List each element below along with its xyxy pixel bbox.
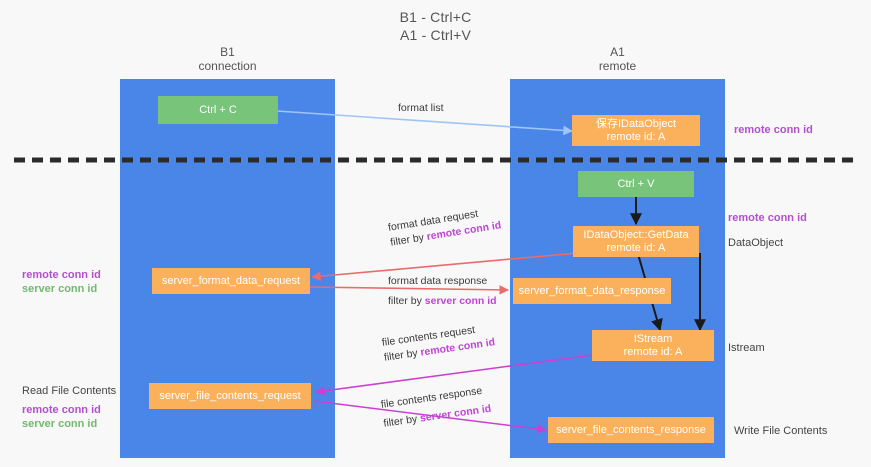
left-label-read-file-contents-heading: Read File Contents xyxy=(22,385,117,397)
column-header-a1-sub: remote xyxy=(598,59,637,73)
left-label-format-server-conn-id: server conn id xyxy=(22,283,98,295)
edge-label-format-data-response: format data response filter by server co… xyxy=(388,274,497,309)
node-hold-idataobject-line2: remote id: A xyxy=(606,130,666,143)
column-header-b1-sub: connection xyxy=(198,59,257,73)
node-hold-idataobject-line1: 保存IDataObject xyxy=(595,117,677,130)
node-getdata-line2: remote id: A xyxy=(606,241,666,254)
right-label-write-file-contents: Write File Contents xyxy=(734,425,828,437)
node-getdata-line1: IDataObject::GetData xyxy=(583,228,689,241)
column-header-b1: B1 connection xyxy=(120,45,335,73)
edge-label-file-contents-request-prefix: filter by xyxy=(383,346,422,364)
node-ctrl-c-label: Ctrl + C xyxy=(199,103,237,116)
node-server-file-contents-response[interactable]: server_file_contents_response xyxy=(548,417,714,443)
edge-format-list xyxy=(276,110,573,136)
edge-label-format-data-response-line1: format data response xyxy=(388,275,488,287)
node-server-format-data-request-label: server_format_data_request xyxy=(161,274,301,287)
node-istream-line2: remote id: A xyxy=(623,345,683,358)
edge-file-contents-request xyxy=(315,354,593,396)
node-idataobject-getdata[interactable]: IDataObject::GetData remote id: A xyxy=(573,226,699,257)
node-server-file-contents-response-label: server_file_contents_response xyxy=(556,423,706,436)
right-label-dataobject: DataObject xyxy=(728,237,784,249)
edge-format-data-response xyxy=(309,285,509,295)
node-server-file-contents-request[interactable]: server_file_contents_request xyxy=(149,383,311,409)
node-server-format-data-request[interactable]: server_format_data_request xyxy=(152,268,310,294)
left-label-file-server-conn-id: server conn id xyxy=(22,418,98,430)
node-hold-idataobject[interactable]: 保存IDataObject remote id: A xyxy=(572,115,700,146)
edge-label-format-data-response-line2: filter by server conn id xyxy=(388,294,497,309)
node-server-format-data-response[interactable]: server_format_data_response xyxy=(513,278,671,304)
node-istream[interactable]: IStream remote id: A xyxy=(592,330,714,361)
edge-file-contents-response xyxy=(313,400,547,434)
edge-label-format-list-text: format list xyxy=(398,102,444,114)
left-label-file-remote-conn-id: remote conn id xyxy=(22,404,101,416)
node-server-file-contents-request-label: server_file_contents_request xyxy=(159,389,301,402)
column-header-b1-name: B1 xyxy=(220,45,235,59)
left-label-format-remote-conn-id: remote conn id xyxy=(22,269,101,281)
left-label-format-conn-ids: remote conn id server conn id xyxy=(22,268,101,296)
edge-label-format-data-response-prefix: filter by xyxy=(388,295,425,307)
edge-label-format-list: format list xyxy=(398,101,444,116)
node-ctrl-v[interactable]: Ctrl + V xyxy=(578,171,694,197)
node-ctrl-v-label: Ctrl + V xyxy=(617,177,655,190)
node-ctrl-c[interactable]: Ctrl + C xyxy=(158,96,278,124)
edge-label-format-data-response-key: server conn id xyxy=(424,295,497,307)
page-title-line2: A1 - Ctrl+V xyxy=(399,27,472,43)
column-header-a1: A1 remote xyxy=(510,45,725,73)
right-label-top-remote-conn-id: remote conn id xyxy=(734,124,813,136)
page-title: B1 - Ctrl+C A1 - Ctrl+V xyxy=(0,8,871,44)
column-header-a1-name: A1 xyxy=(610,45,625,59)
node-istream-line1: IStream xyxy=(633,332,673,345)
right-label-istream: Istream xyxy=(728,342,765,354)
edge-format-data-request xyxy=(311,252,579,282)
right-label-getdata-remote-conn-id: remote conn id xyxy=(728,212,807,224)
left-label-read-file-contents: Read File Contents xyxy=(22,384,116,398)
page-title-line1: B1 - Ctrl+C xyxy=(399,9,472,25)
left-label-file-conn-ids: remote conn id server conn id xyxy=(22,403,101,431)
node-server-format-data-response-label: server_format_data_response xyxy=(518,284,666,297)
edge-label-file-contents-response-prefix: filter by xyxy=(382,412,421,430)
